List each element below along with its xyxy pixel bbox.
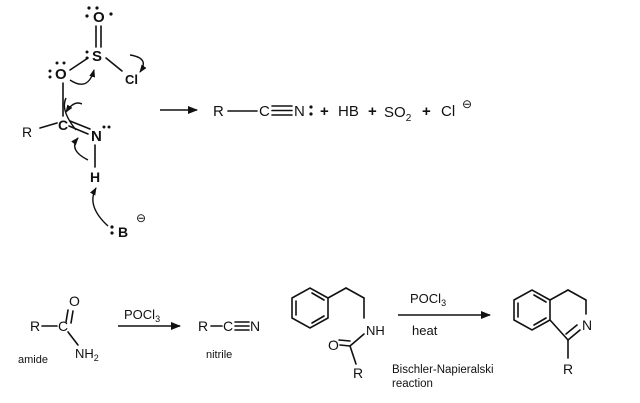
plus-3: + [422,103,431,120]
prod-hb: HB [338,103,359,120]
prod-r: R [213,103,224,120]
mechanism-reactant: O S Cl O C R N [22,6,147,240]
amide-structure: O R C NH2 amide [18,293,99,366]
reaction-name-line1: Bischler-Napieralski [392,364,494,376]
amide-r: R [30,318,40,334]
cl-charge: ⊖ [462,97,472,111]
atom-s: S [92,48,102,65]
b-charge: ⊖ [136,211,146,225]
reaction-name-line2: reaction [392,378,433,390]
atom-c: C [58,117,68,133]
prod-cl: Cl [441,103,455,120]
product-n: N [582,317,592,333]
nitrile-n: N [250,318,260,334]
prod-n: N [294,103,305,120]
mechanism-products: R C N + HB + SO2 + Cl ⊖ [213,97,472,124]
reagent-2: POCl3 [410,291,446,308]
atom-b: B [118,224,128,240]
amide-c: C [58,318,68,334]
substrate-nh: NH [366,323,385,338]
nitrile-label: nitrile [206,349,232,361]
atom-r: R [22,124,32,140]
atom-o-top: O [93,9,105,26]
nitrile-r: R [198,318,208,334]
plus-1: + [320,103,329,120]
reagent-1: POCl3 [124,307,160,324]
product-structure: N R [513,289,592,377]
atom-cl: Cl [125,72,138,87]
prod-c: C [259,103,270,120]
amide-label: amide [18,354,48,366]
substrate-r: R [353,365,363,381]
amide-nh2: NH2 [75,346,99,363]
product-r: R [563,361,573,377]
prod-so2: SO2 [384,104,412,124]
nitrile-c: C [223,318,233,334]
amide-o: O [69,293,80,309]
atom-h: H [90,169,100,185]
atom-n: N [91,128,102,145]
substrate-structure: NH O R [291,287,385,381]
atom-o-mid: O [55,66,67,83]
plus-2: + [368,103,377,120]
condition-heat: heat [412,323,438,338]
substrate-o: O [328,337,339,353]
nitrile-structure: R C N nitrile [198,318,260,361]
